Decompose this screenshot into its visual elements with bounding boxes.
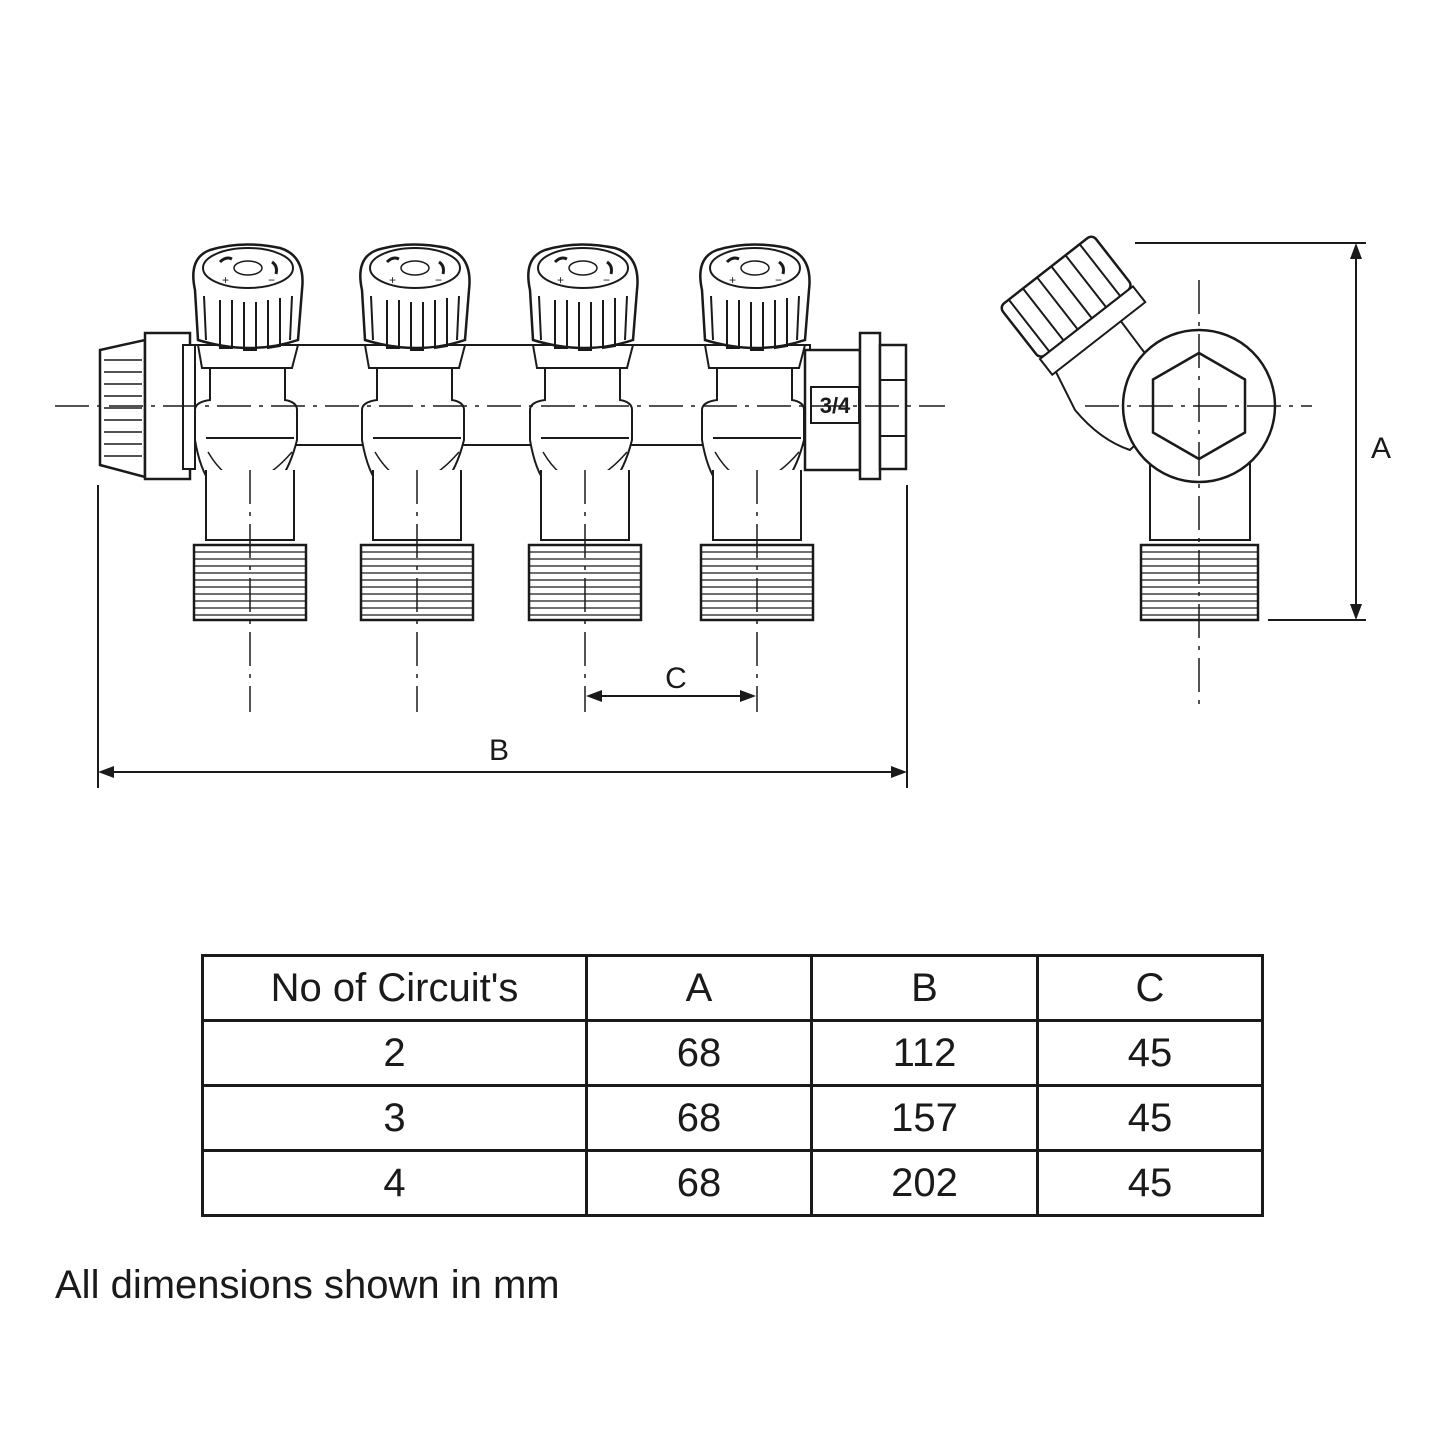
table-header-row: No of Circuit's A B C [201,954,1264,1022]
cell-b: 202 [810,1149,1039,1217]
cell-circuits: 3 [201,1084,588,1152]
table-row: 3 68 157 45 [201,1084,1264,1152]
valve-2 [358,242,475,714]
cell-c: 45 [1036,1149,1264,1217]
cell-b: 112 [810,1019,1039,1087]
dimension-c: C [586,662,756,702]
cell-c: 45 [1036,1019,1264,1087]
valve-3 [526,242,643,714]
cell-c: 45 [1036,1084,1264,1152]
header-b: B [810,954,1039,1022]
dimension-a-label: A [1371,432,1391,465]
cell-a: 68 [585,1084,813,1152]
dimensions-table: No of Circuit's A B C 2 68 112 45 3 68 1… [201,954,1264,1217]
cell-b: 157 [810,1084,1039,1152]
dimension-a: A [1135,242,1391,621]
side-view [1000,235,1312,712]
header-circuits: No of Circuit's [201,954,588,1022]
cell-a: 68 [585,1019,813,1087]
dimension-b: B [97,485,908,788]
cell-circuits: 2 [201,1019,588,1087]
cell-a: 68 [585,1149,813,1217]
table-row: 2 68 112 45 [201,1019,1264,1087]
table-row: 4 68 202 45 [201,1149,1264,1217]
valve-1 [191,242,308,714]
units-note: All dimensions shown in mm [55,1263,560,1307]
header-c: C [1036,954,1264,1022]
manifold-drawing: + − 3/4 [55,235,1391,788]
dimension-c-label: C [665,662,687,695]
cell-circuits: 4 [201,1149,588,1217]
dimension-b-label: B [489,734,509,767]
valve-4 [698,242,815,714]
header-a: A [585,954,813,1022]
